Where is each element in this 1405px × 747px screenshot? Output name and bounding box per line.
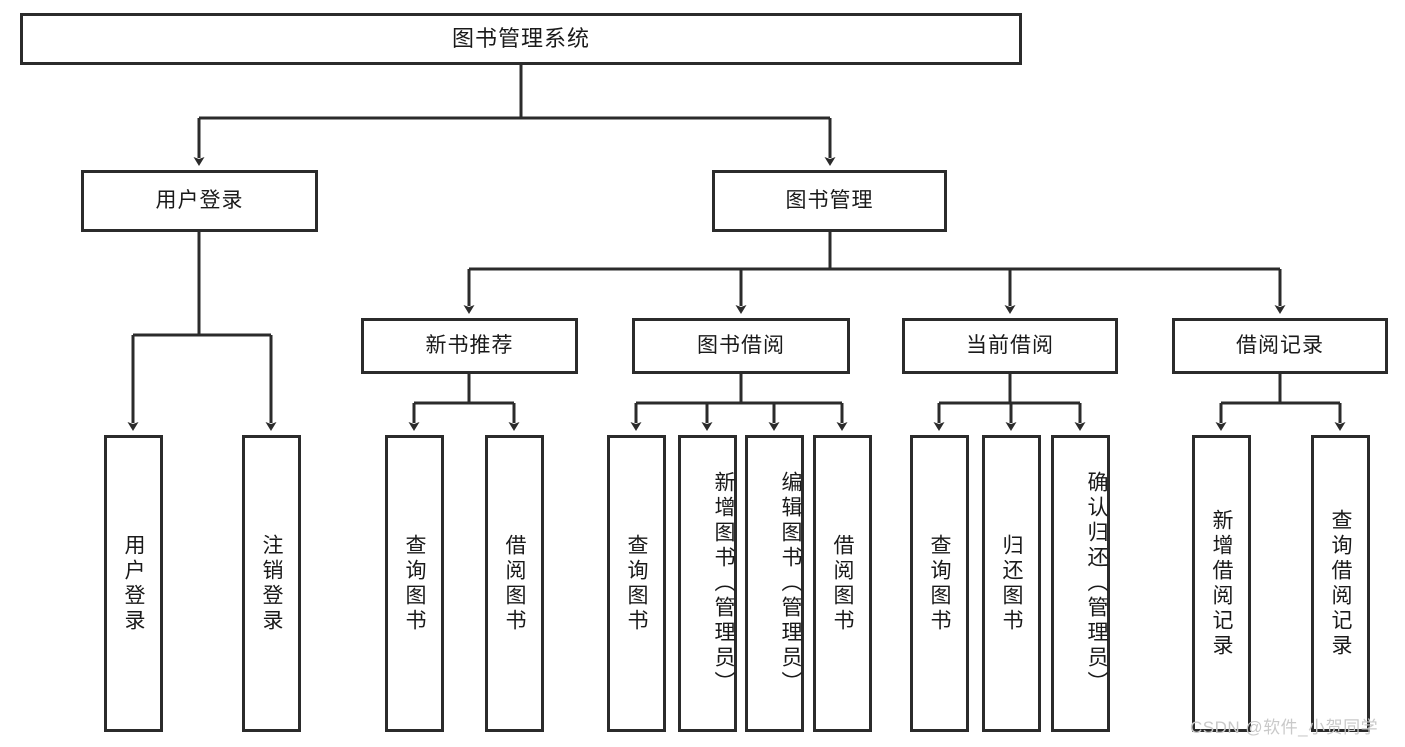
leaf-query-book-recommend[interactable]: 查询图书 <box>385 435 444 732</box>
leaf-label: 编辑图书（管理员） <box>779 471 802 696</box>
leaf-label: 归还图书 <box>1000 533 1023 634</box>
node-book-management[interactable]: 图书管理 <box>712 170 947 232</box>
leaf-return-book[interactable]: 归还图书 <box>982 435 1041 732</box>
node-root[interactable]: 图书管理系统 <box>20 13 1022 65</box>
leaf-label: 新增借阅记录 <box>1210 508 1233 659</box>
node-new-book-recommend-label: 新书推荐 <box>425 334 514 358</box>
leaf-label: 用户登录 <box>122 533 145 634</box>
leaf-label: 借阅图书 <box>831 533 854 634</box>
leaf-label: 确认归还（管理员） <box>1085 471 1108 696</box>
leaf-borrow-book[interactable]: 借阅图书 <box>813 435 872 732</box>
leaf-label: 借阅图书 <box>503 533 526 634</box>
node-current-borrow[interactable]: 当前借阅 <box>902 318 1118 374</box>
leaf-label: 新增图书（管理员） <box>712 471 735 696</box>
leaf-label: 查询图书 <box>625 533 648 634</box>
leaf-label: 查询图书 <box>403 533 426 634</box>
link-group-root <box>193 65 836 166</box>
link-group-book-manage <box>463 232 1286 314</box>
leaf-user-login[interactable]: 用户登录 <box>104 435 163 732</box>
link-group-new-book <box>408 374 520 431</box>
link-group-borrow <box>630 374 848 431</box>
leaf-query-book-current[interactable]: 查询图书 <box>910 435 969 732</box>
link-group-user-login <box>127 232 277 431</box>
leaf-query-book-borrow[interactable]: 查询图书 <box>607 435 666 732</box>
node-root-label: 图书管理系统 <box>451 25 590 51</box>
node-book-borrow-label: 图书借阅 <box>697 334 785 358</box>
link-group-records <box>1215 374 1346 431</box>
leaf-query-borrow-record[interactable]: 查询借阅记录 <box>1311 435 1370 732</box>
node-new-book-recommend[interactable]: 新书推荐 <box>361 318 578 374</box>
node-current-borrow-label: 当前借阅 <box>966 334 1054 358</box>
link-group-current-borrow <box>933 374 1086 431</box>
leaf-borrow-book-recommend[interactable]: 借阅图书 <box>485 435 544 732</box>
node-book-borrow[interactable]: 图书借阅 <box>632 318 850 374</box>
node-book-management-label: 图书管理 <box>785 189 874 213</box>
node-user-login[interactable]: 用户登录 <box>81 170 318 232</box>
leaf-confirm-return-admin[interactable]: 确认归还（管理员） <box>1051 435 1110 732</box>
csdn-watermark: CSDN @软件_小贺同学 <box>1190 718 1379 737</box>
leaf-add-book-admin[interactable]: 新增图书（管理员） <box>678 435 737 732</box>
leaf-label: 查询借阅记录 <box>1329 508 1352 659</box>
node-borrow-records-label: 借阅记录 <box>1236 334 1324 358</box>
leaf-label: 注销登录 <box>260 533 283 634</box>
leaf-edit-book-admin[interactable]: 编辑图书（管理员） <box>745 435 804 732</box>
leaf-add-borrow-record[interactable]: 新增借阅记录 <box>1192 435 1251 732</box>
node-user-login-label: 用户登录 <box>155 189 244 213</box>
node-borrow-records[interactable]: 借阅记录 <box>1172 318 1388 374</box>
leaf-logout[interactable]: 注销登录 <box>242 435 301 732</box>
leaf-label: 查询图书 <box>928 533 951 634</box>
